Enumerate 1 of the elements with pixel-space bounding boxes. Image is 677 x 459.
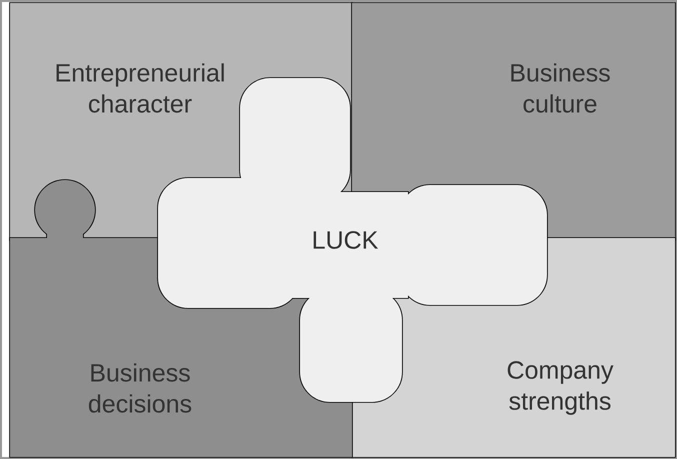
node-label: LUCK [314, 231, 378, 249]
